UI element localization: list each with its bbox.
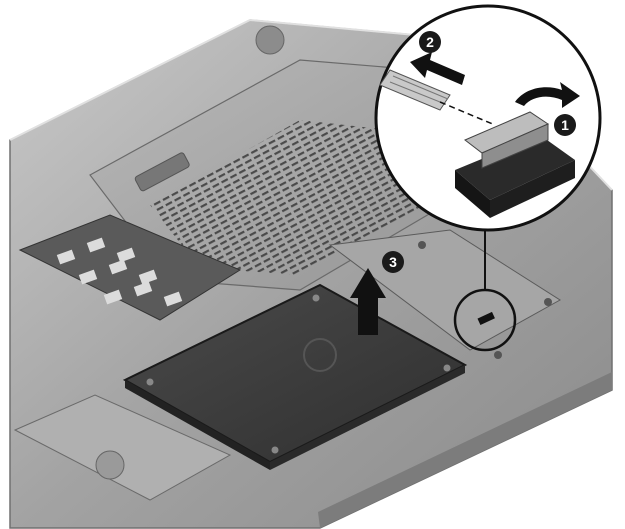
- step-number-2: 2: [426, 34, 434, 50]
- step-badge-1: 1: [554, 114, 576, 136]
- ribbon-cable-icon: [379, 69, 451, 111]
- rotate-arrow-icon: [515, 82, 580, 108]
- step-number-3: 3: [389, 254, 397, 270]
- step-badge-2: 2: [419, 31, 441, 53]
- connector-icon: [455, 111, 575, 218]
- step-number-1: 1: [561, 117, 569, 133]
- magnified-callout: [374, 4, 602, 232]
- hard-drive-icon: [122, 283, 468, 470]
- lower-compartment: [13, 394, 232, 501]
- lift-arrow-icon: [350, 268, 386, 335]
- step-badge-3: 3: [382, 251, 404, 273]
- slide-arrow-icon: [410, 52, 465, 85]
- keyboard-connector-area: [18, 214, 242, 321]
